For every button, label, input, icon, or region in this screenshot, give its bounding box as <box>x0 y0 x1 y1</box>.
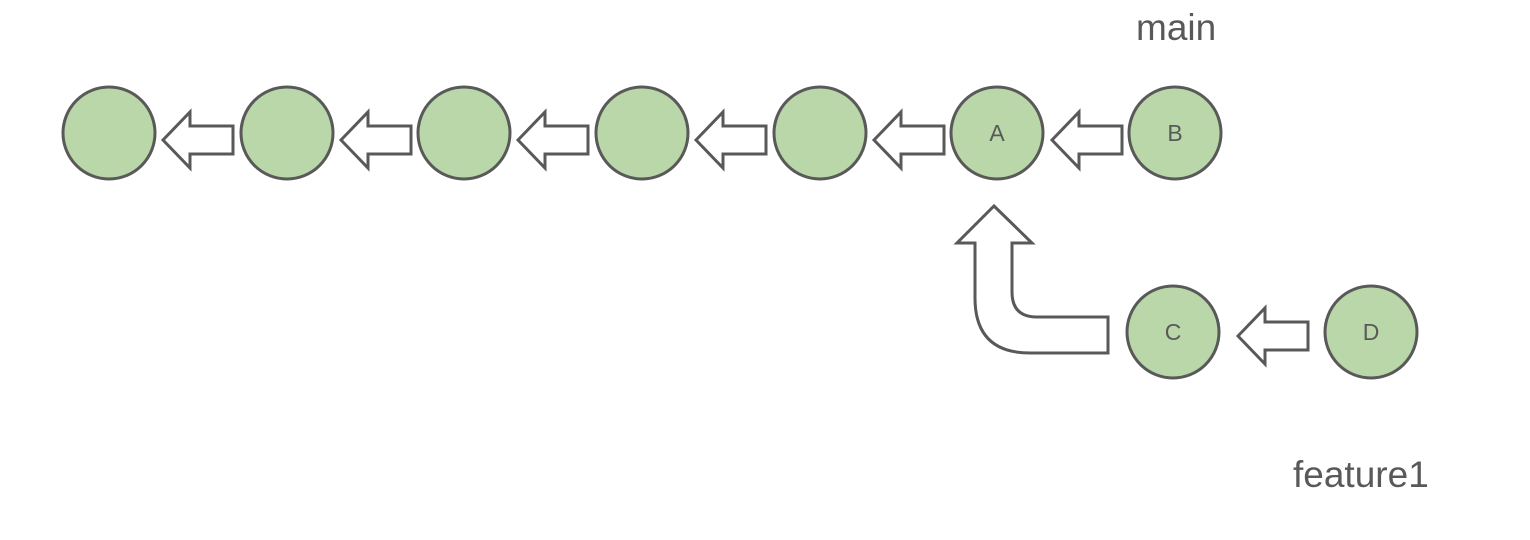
commit-circle <box>594 85 690 181</box>
parent-arrow-3 <box>515 108 590 172</box>
commit-circle <box>1127 85 1223 181</box>
commit-label: B <box>1167 120 1182 146</box>
commit-node-n2 <box>239 85 335 181</box>
commit-node-A: A <box>949 85 1045 181</box>
commit-circle <box>949 85 1045 181</box>
commit-node-n4 <box>594 85 690 181</box>
parent-arrow-5 <box>871 108 946 172</box>
commit-circle <box>61 85 157 181</box>
commit-circle <box>772 85 868 181</box>
commit-label: A <box>989 120 1005 146</box>
parent-arrow-2 <box>338 108 413 172</box>
commit-node-n5 <box>772 85 868 181</box>
parent-arrow-4 <box>693 108 768 172</box>
commit-node-B: B <box>1127 85 1223 181</box>
parent-arrow-6 <box>1049 108 1124 172</box>
commit-circle <box>1125 284 1221 380</box>
parent-arrow-1 <box>160 108 235 172</box>
branch-label-feature1: feature1 <box>1293 454 1429 495</box>
commit-node-C: C <box>1125 284 1221 380</box>
parent-arrow-7 <box>1235 304 1310 368</box>
commit-node-D: D <box>1323 284 1419 380</box>
commit-circle <box>1323 284 1419 380</box>
branch-label-main: main <box>1136 7 1216 48</box>
arrow-c-to-a <box>953 203 1110 355</box>
commit-node-n3 <box>416 85 512 181</box>
commit-label: C <box>1165 319 1182 345</box>
commit-circle <box>239 85 335 181</box>
commit-circle <box>416 85 512 181</box>
commit-node-n1 <box>61 85 157 181</box>
commit-label: D <box>1363 319 1380 345</box>
